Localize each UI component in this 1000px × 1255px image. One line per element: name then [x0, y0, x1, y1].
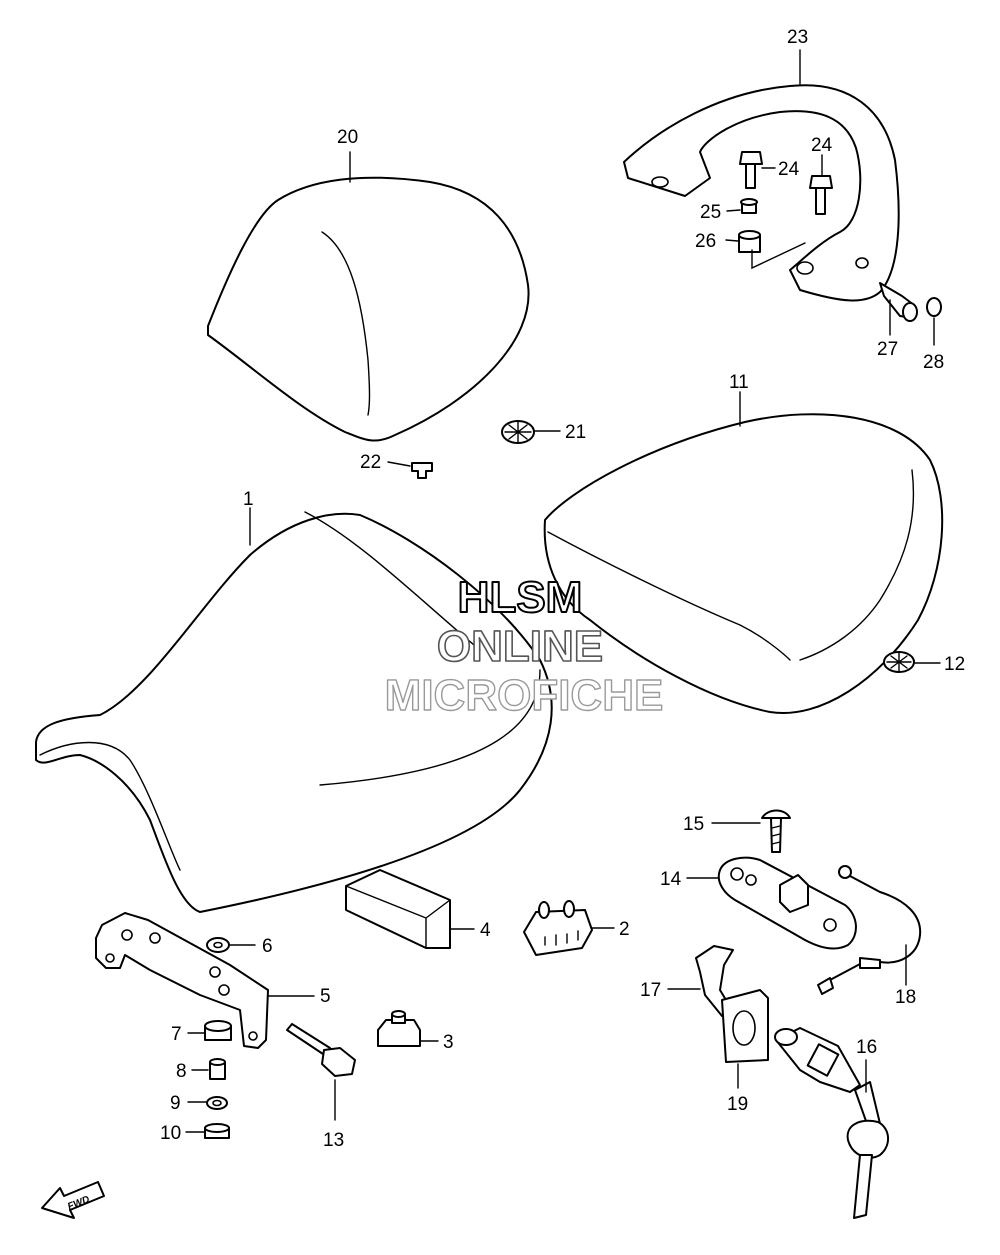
callout-19: 19: [727, 1094, 748, 1115]
callout-12: 12: [944, 654, 965, 675]
callout-24b: 24: [811, 135, 833, 156]
part-18-cable: [817, 865, 922, 995]
callout-3: 3: [443, 1032, 454, 1053]
watermark-line-2: ONLINE: [437, 622, 603, 671]
callout-7: 7: [171, 1024, 182, 1045]
part-1-rider-seat: [35, 511, 553, 913]
part-12-clip: [883, 651, 915, 673]
leader-22: [387, 461, 411, 467]
part-22-grommet: [411, 462, 433, 479]
part-23-grab-rail: [623, 84, 900, 302]
part-15-screw: [761, 809, 791, 853]
callout-17: 17: [640, 980, 661, 1001]
part-24-bolt-b: [809, 175, 833, 215]
part-4-foam-block: [345, 869, 451, 949]
part-24-bolt-a: [739, 151, 763, 189]
part-19-holder: [721, 989, 769, 1063]
callout-28: 28: [923, 352, 944, 373]
part-10-nut: [204, 1123, 230, 1139]
part-7-spacer: [204, 1020, 232, 1041]
callout-20: 20: [337, 127, 358, 148]
callout-4: 4: [480, 920, 491, 941]
leader-25: [726, 209, 741, 212]
callout-27: 27: [877, 339, 898, 360]
callout-5: 5: [320, 986, 331, 1007]
callout-25: 25: [700, 202, 721, 223]
callout-26: 26: [695, 231, 716, 252]
part-25-collar: [740, 198, 758, 214]
callout-15: 15: [683, 814, 704, 835]
callout-6: 6: [262, 936, 273, 957]
part-20-seat-cowl: [207, 176, 530, 442]
callout-24a: 24: [778, 159, 800, 180]
part-14-lock-plate: [717, 856, 857, 950]
callout-23: 23: [787, 27, 808, 48]
part-2-cushion-rubber: [523, 900, 593, 956]
callout-10: 10: [160, 1123, 181, 1144]
callout-18: 18: [895, 987, 916, 1008]
part-26-cushion: [738, 230, 761, 253]
watermark-line-1: HLSM: [458, 573, 583, 622]
part-13-bolt: [286, 1023, 356, 1077]
part-28-ring: [926, 297, 942, 317]
fwd-arrow-icon: FWD: [41, 1181, 105, 1219]
callout-2: 2: [619, 919, 630, 940]
callout-16: 16: [856, 1037, 877, 1058]
callout-13: 13: [323, 1130, 344, 1151]
part-27-pin: [879, 282, 918, 322]
watermark-line-3: MICROFICHE: [385, 671, 664, 720]
part-11-pillion-seat: [543, 413, 944, 714]
callout-9: 9: [170, 1093, 181, 1114]
callout-14: 14: [660, 869, 682, 890]
leader-26-link: [751, 242, 806, 270]
leader-26: [725, 239, 739, 242]
part-5-bracket: [95, 912, 269, 1049]
callout-1: 1: [243, 489, 254, 510]
part-8-collar: [209, 1058, 226, 1080]
part-21-clip: [501, 420, 535, 444]
part-6-washer: [206, 937, 230, 953]
callout-22: 22: [360, 452, 381, 473]
watermark: HLSM ONLINE MICROFICHE: [384, 572, 664, 721]
callout-21: 21: [565, 422, 586, 443]
part-16-lock-key: [774, 1027, 889, 1219]
part-3-bumper: [377, 1010, 421, 1047]
part-9-washer: [206, 1096, 228, 1110]
callout-11: 11: [729, 372, 749, 393]
callout-8: 8: [176, 1061, 187, 1082]
